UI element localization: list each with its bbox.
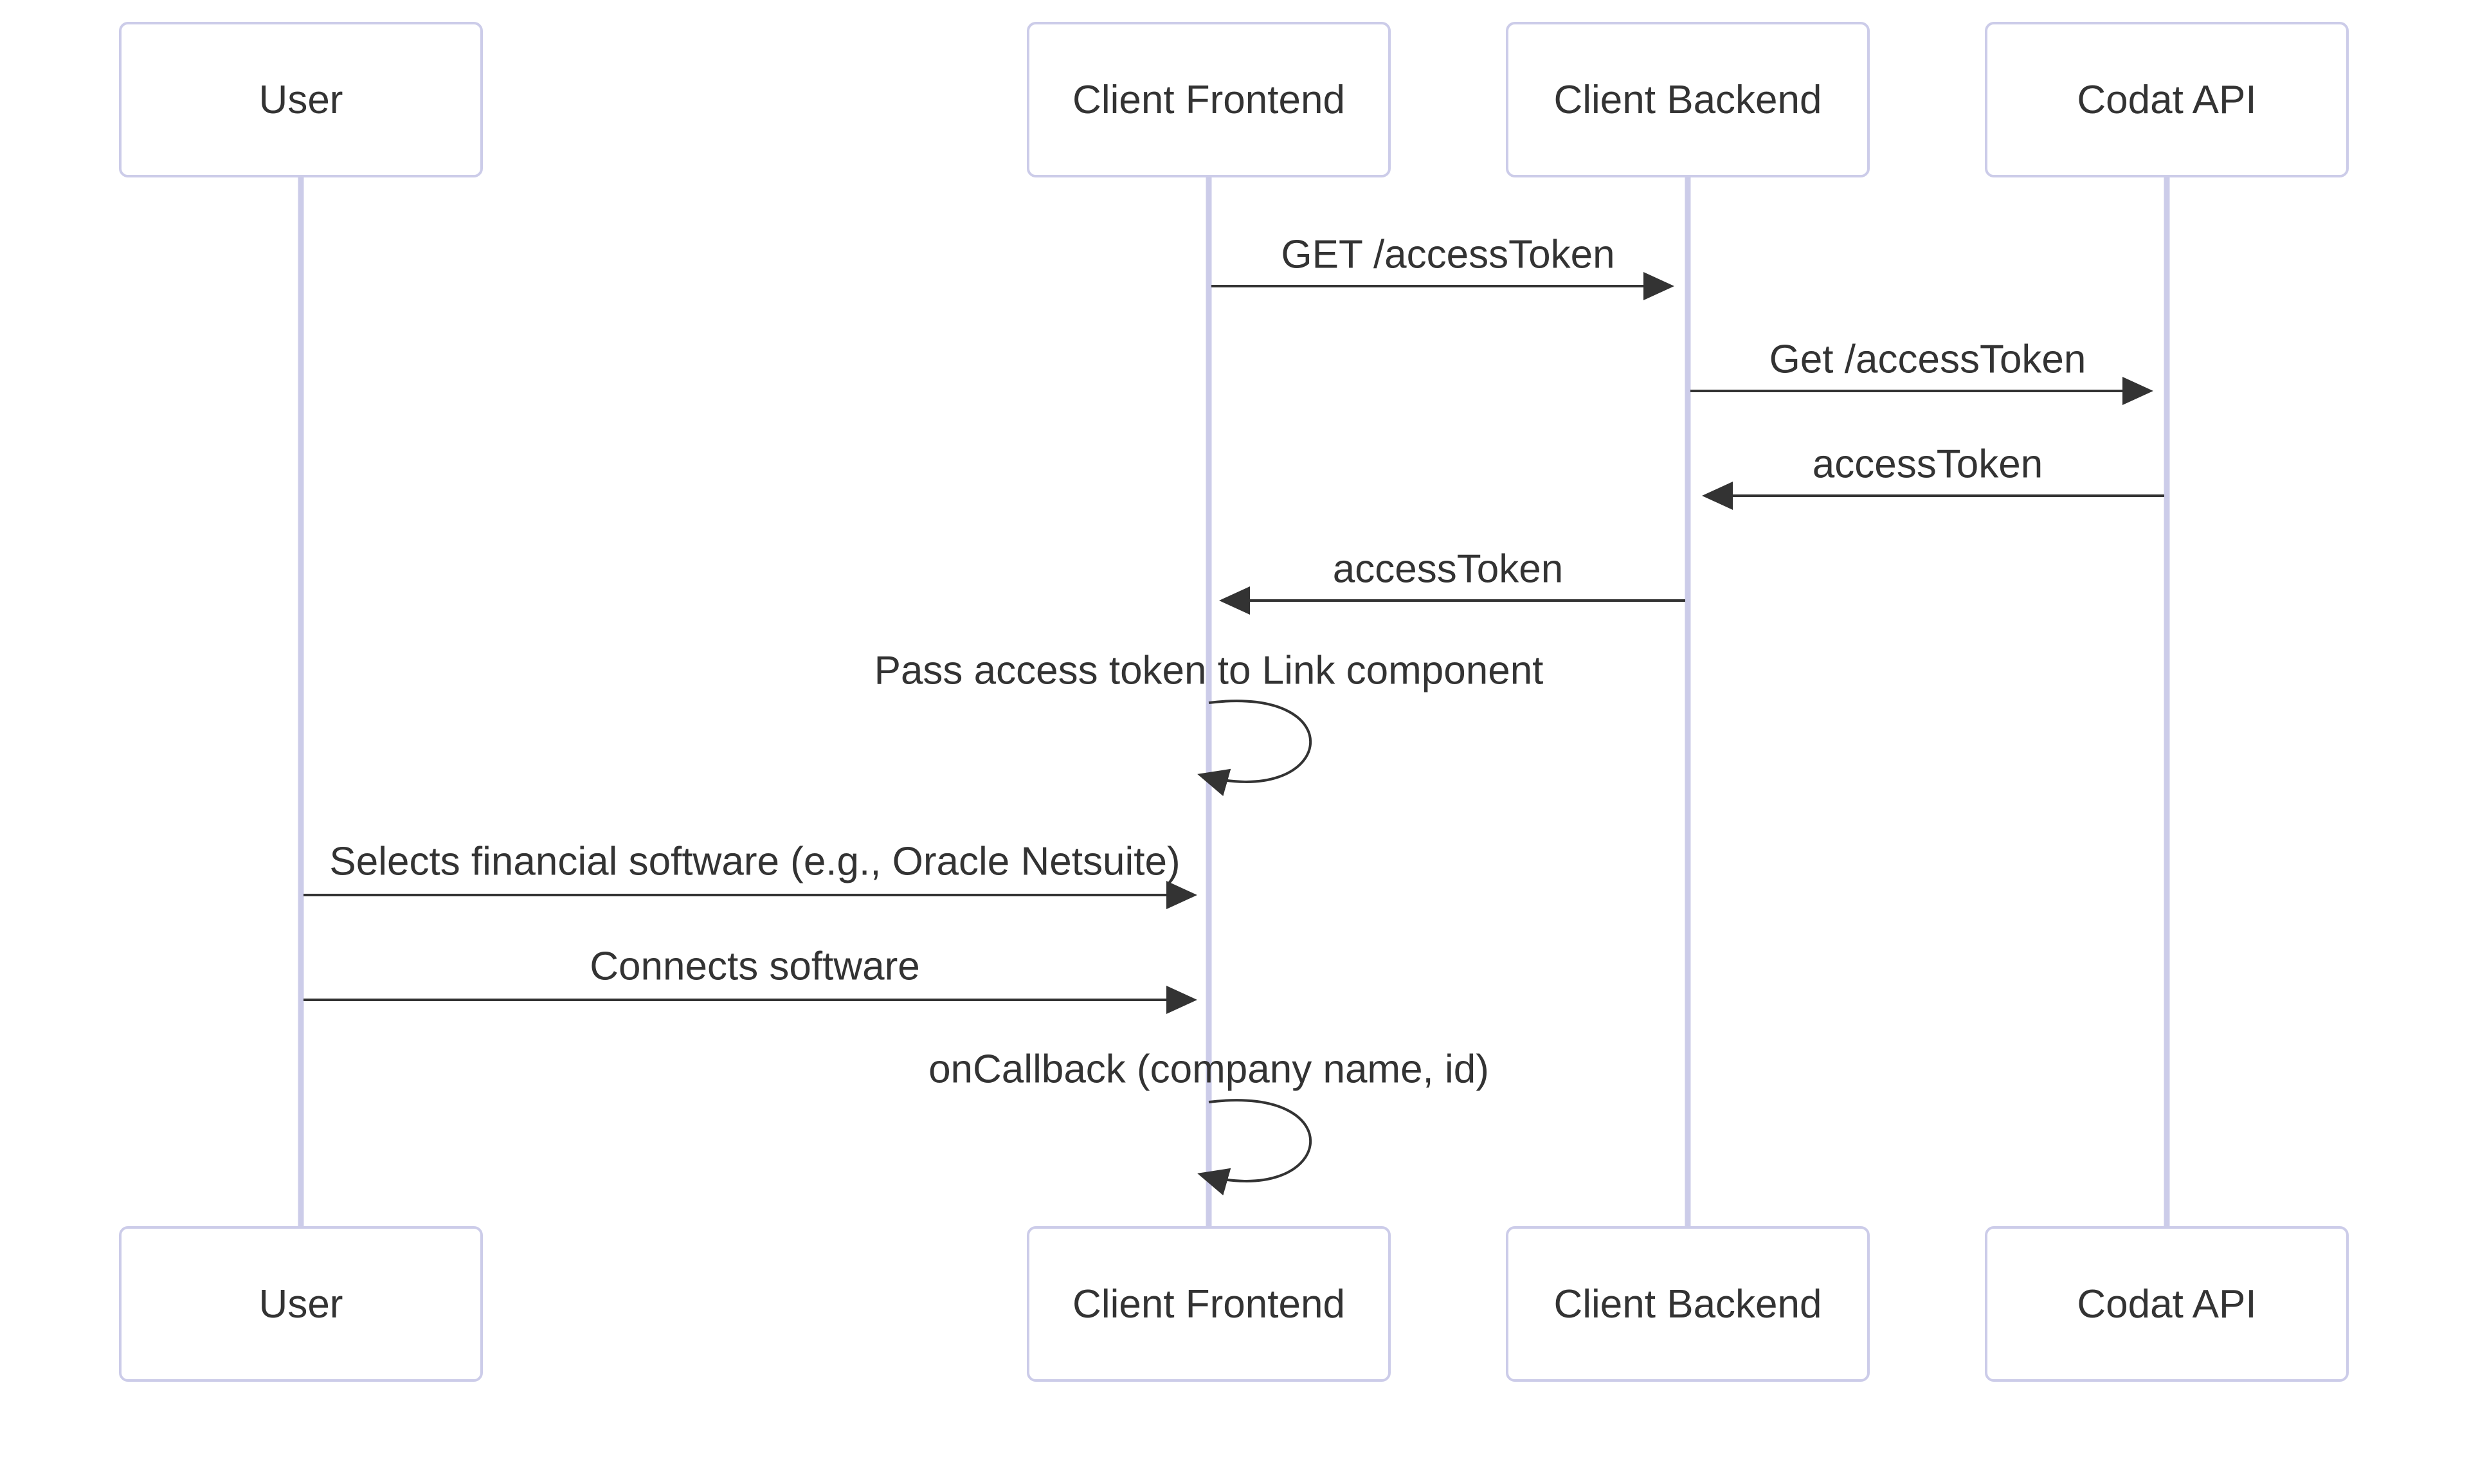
actor-box-codat-api-bottom: Codat API: [1985, 1226, 2349, 1382]
actor-box-client-backend-bottom: Client Backend: [1506, 1226, 1870, 1382]
message-label-connects-software: Connects software: [590, 944, 920, 989]
message-label-get-accesstoken: GET /accessToken: [1281, 232, 1615, 277]
actor-box-user-top: User: [119, 22, 483, 177]
message-label-pass-access-token: Pass access token to Link component: [874, 648, 1544, 693]
actor-box-codat-api-top: Codat API: [1985, 22, 2349, 177]
actor-box-client-backend-top: Client Backend: [1506, 22, 1870, 177]
actor-box-client-frontend-top: Client Frontend: [1027, 22, 1391, 177]
message-label-accesstoken-return-backend: accessToken: [1812, 442, 2043, 487]
actor-box-client-frontend-bottom: Client Frontend: [1027, 1226, 1391, 1382]
message-label-get-accesstoken-codat: Get /accessToken: [1769, 337, 2086, 382]
message-label-accesstoken-return-frontend: accessToken: [1332, 547, 1564, 592]
self-loop-pass-access-token: [1197, 700, 1312, 797]
self-loop-oncallback: [1197, 1099, 1312, 1196]
actor-box-user-bottom: User: [119, 1226, 483, 1382]
message-label-selects-financial-software: Selects financial software (e.g., Oracle…: [329, 839, 1180, 884]
message-label-oncallback: onCallback (company name, id): [928, 1047, 1489, 1092]
